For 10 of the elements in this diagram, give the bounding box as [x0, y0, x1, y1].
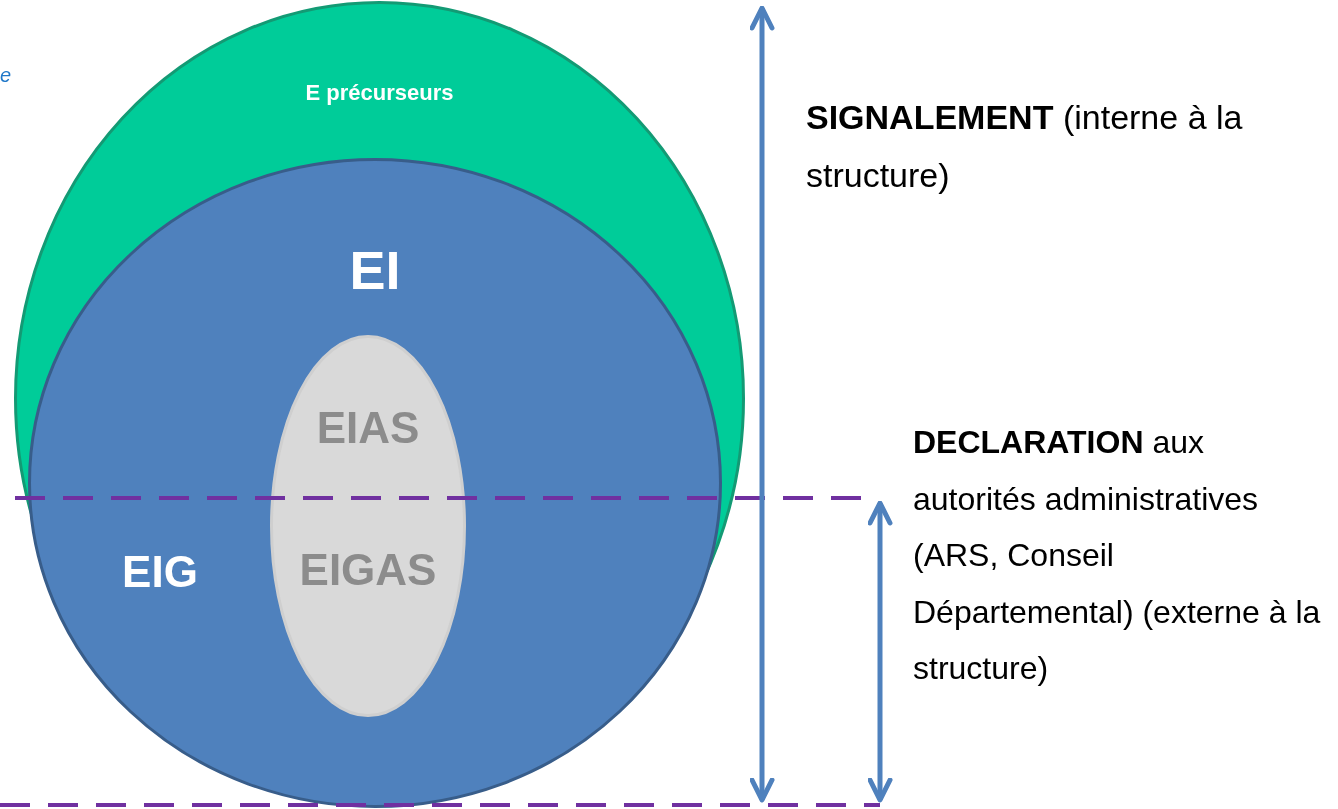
- range-description: DECLARATION aux autorités administratives (ARS, Conseil Départemental) (externe à la structure): [913, 423, 1322, 688]
- ellipse-label: EIAS: [316, 406, 420, 450]
- incident-circle: [28, 158, 722, 808]
- ellipse-label: EIGAS: [299, 548, 437, 592]
- circle-label: EI: [349, 243, 401, 297]
- circle-label: EIG: [122, 550, 198, 594]
- inner-ellipse: [270, 335, 466, 717]
- ellipse-label: E précurseurs: [305, 82, 454, 104]
- cut-off-text: e: [0, 63, 13, 88]
- range-description: SIGNALEMENT (interne à la structure): [806, 97, 1244, 196]
